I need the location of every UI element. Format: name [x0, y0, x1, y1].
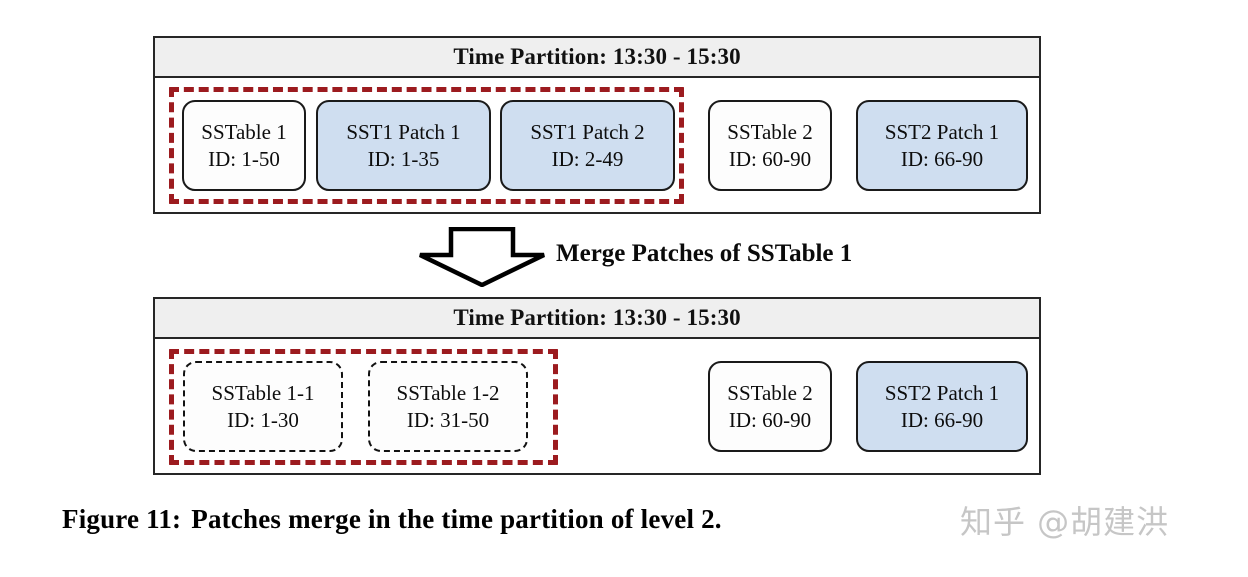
patch-box-sst1-patch-1[interactable]: SST1 Patch 1 ID: 1-35: [316, 100, 491, 191]
partition-header-before: Time Partition: 13:30 - 15:30: [155, 38, 1039, 78]
figure-caption: Figure 11: Patches merge in the time part…: [62, 504, 1192, 535]
patch-box-title: SST2 Patch 1: [884, 380, 1000, 405]
patch-box-sst2-patch-1[interactable]: SST2 Patch 1 ID: 66-90: [856, 100, 1028, 191]
figure-caption-label: Figure 11:: [62, 504, 182, 534]
merged-result-group-highlight: [169, 349, 558, 465]
figure-caption-text: Patches merge in the time partition of l…: [191, 504, 722, 534]
sstable-box-sstable-2[interactable]: SSTable 2 ID: 60-90: [708, 361, 832, 452]
patch-box-ids: ID: 66-90: [900, 146, 984, 171]
merge-operation-label: Merge Patches of SSTable 1: [556, 240, 853, 267]
sstable-box-ids: ID: 1-50: [208, 146, 280, 171]
partition-body-before: SSTable 1 ID: 1-50 SST1 Patch 1 ID: 1-35…: [155, 78, 1039, 214]
patch-box-title: SST1 Patch 2: [530, 119, 645, 144]
sstable-box-sstable-1[interactable]: SSTable 1 ID: 1-50: [182, 100, 306, 191]
patch-box-title: SST1 Patch 1: [346, 119, 461, 144]
sstable-box-ids: ID: 60-90: [728, 407, 812, 432]
partition-header-label: Time Partition: 13:30 - 15:30: [453, 44, 741, 69]
sstable-box-title: SSTable 2: [727, 380, 813, 405]
sstable-box-title: SSTable 2: [727, 119, 813, 144]
sstable-box-ids: ID: 60-90: [728, 146, 812, 171]
time-partition-before: Time Partition: 13:30 - 15:30 SSTable 1 …: [153, 36, 1041, 214]
patch-box-sst1-patch-2[interactable]: SST1 Patch 2 ID: 2-49: [500, 100, 675, 191]
patch-box-ids: ID: 1-35: [367, 146, 440, 171]
sstable-box-sstable-2[interactable]: SSTable 2 ID: 60-90: [708, 100, 832, 191]
patch-box-sst2-patch-1[interactable]: SST2 Patch 1 ID: 66-90: [856, 361, 1028, 452]
sstable-box-sstable-1-2[interactable]: SSTable 1-2 ID: 31-50: [368, 361, 528, 452]
sstable-box-ids: ID: 31-50: [406, 407, 490, 432]
patch-box-title: SST2 Patch 1: [884, 119, 1000, 144]
sstable-box-ids: ID: 1-30: [227, 407, 299, 432]
down-block-arrow-icon: [419, 227, 545, 287]
merge-candidate-group-highlight: [169, 87, 684, 204]
time-partition-after: Time Partition: 13:30 - 15:30 SSTable 1-…: [153, 297, 1041, 475]
partition-header-label: Time Partition: 13:30 - 15:30: [453, 305, 741, 330]
sstable-box-title: SSTable 1-1: [211, 380, 315, 405]
sstable-box-sstable-1-1[interactable]: SSTable 1-1 ID: 1-30: [183, 361, 343, 452]
partition-body-after: SSTable 1-1 ID: 1-30 SSTable 1-2 ID: 31-…: [155, 339, 1039, 475]
sstable-box-title: SSTable 1: [201, 119, 287, 144]
partition-header-after: Time Partition: 13:30 - 15:30: [155, 299, 1039, 339]
patch-box-ids: ID: 2-49: [551, 146, 624, 171]
sstable-box-title: SSTable 1-2: [396, 380, 500, 405]
patch-box-ids: ID: 66-90: [900, 407, 984, 432]
